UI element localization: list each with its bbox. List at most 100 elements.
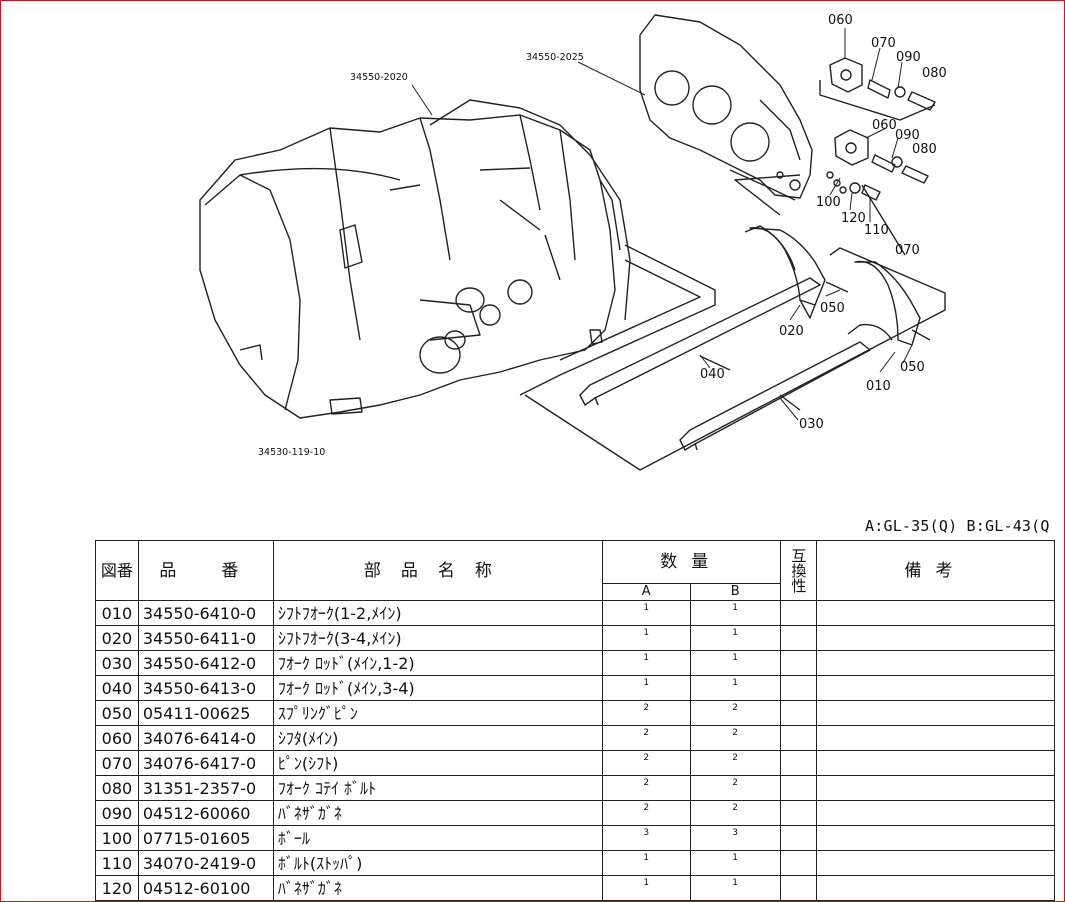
row-qty-b: 2: [689, 700, 781, 726]
row-qty-a: 1: [601, 650, 691, 676]
row-remarks: [816, 675, 1055, 701]
row-part-name: ｼﾌﾄﾌｵｰｸ(1-2,ﾒｲﾝ): [272, 600, 603, 626]
row-qty-a: 1: [601, 850, 691, 876]
row-qty-a: 1: [601, 600, 691, 626]
row-qty-a: 2: [601, 700, 691, 726]
row-interchange: [779, 700, 818, 726]
row-interchange: [779, 675, 818, 701]
row-qty-b: 2: [689, 725, 781, 751]
row-part-number: 04512-60100: [137, 875, 274, 901]
row-part-number: 34076-6414-0: [137, 725, 274, 751]
exploded-parts-diagram: 34550-2020 34550-2025 34530-119-10 060 0…: [199, 13, 947, 471]
row-qty-a: 1: [601, 875, 691, 901]
row-part-name: ｼﾌﾄﾌｵｰｸ(3-4,ﾒｲﾝ): [272, 625, 603, 651]
row-part-name: ﾋﾟﾝ(ｼﾌﾄ): [272, 750, 603, 776]
header-part-name: 部品名称: [272, 540, 603, 601]
row-remarks: [816, 800, 1055, 826]
row-part-name: ﾊﾞﾈｻﾞｶﾞﾈ: [272, 875, 603, 901]
row-qty-b: 2: [689, 750, 781, 776]
row-part-number: 34550-6413-0: [137, 675, 274, 701]
transmission-case-drawing: [199, 99, 631, 419]
row-qty-a: 2: [601, 800, 691, 826]
row-part-name: ﾌｵｰｸ ﾛｯﾄﾞ(ﾒｲﾝ,3-4): [272, 675, 603, 701]
row-ref-no: 050: [95, 700, 139, 726]
row-part-name: ﾊﾞﾈｻﾞｶﾞﾈ: [272, 800, 603, 826]
row-ref-no: 020: [95, 625, 139, 651]
small-parts-drawing: [734, 57, 936, 256]
row-ref-no: 040: [95, 675, 139, 701]
row-ref-no: 100: [95, 825, 139, 851]
header-ref-no: 図番: [95, 540, 139, 601]
row-interchange: [779, 650, 818, 676]
row-interchange: [779, 750, 818, 776]
model-legend: A:GL-35(Q) B:GL-43(Q: [865, 517, 1050, 535]
row-remarks: [816, 600, 1055, 626]
row-part-name: ﾎﾞｰﾙ: [272, 825, 603, 851]
row-part-number: 34076-6417-0: [137, 750, 274, 776]
row-remarks: [816, 850, 1055, 876]
row-qty-a: 3: [601, 825, 691, 851]
row-interchange: [779, 625, 818, 651]
row-interchange: [779, 725, 818, 751]
callout-050-lower: 050: [900, 360, 925, 375]
callout-080-upper: 080: [922, 66, 947, 81]
row-part-number: 04512-60060: [137, 800, 274, 826]
row-ref-no: 060: [95, 725, 139, 751]
row-interchange: [779, 775, 818, 801]
row-part-number: 07715-01605: [137, 825, 274, 851]
row-qty-a: 2: [601, 775, 691, 801]
leader-lines: [411, 28, 913, 421]
callout-090-upper: 090: [896, 50, 921, 65]
row-qty-b: 1: [689, 850, 781, 876]
callout-060-lower: 060: [872, 118, 897, 133]
callout-080-lower: 080: [912, 142, 937, 157]
callout-040: 040: [700, 367, 725, 382]
callout-090-lower: 090: [895, 128, 920, 143]
row-qty-b: 2: [689, 775, 781, 801]
callout-100: 100: [816, 195, 841, 210]
row-part-name: ｽﾌﾟﾘﾝｸﾞﾋﾟﾝ: [272, 700, 603, 726]
header-part-number: 品 番: [137, 540, 274, 601]
row-qty-b: 3: [689, 825, 781, 851]
row-remarks: [816, 625, 1055, 651]
row-part-name: ｼﾌﾀ(ﾒｲﾝ): [272, 725, 603, 751]
row-interchange: [779, 850, 818, 876]
cover-plate-drawing: [639, 14, 813, 201]
row-part-number: 34550-6410-0: [137, 600, 274, 626]
row-part-number: 34550-6412-0: [137, 650, 274, 676]
row-ref-no: 110: [95, 850, 139, 876]
row-part-number: 31351-2357-0: [137, 775, 274, 801]
row-part-name: ﾌｵｰｸ ﾛｯﾄﾞ(ﾒｲﾝ,1-2): [272, 650, 603, 676]
header-qty-a: A: [601, 583, 691, 601]
callout-110: 110: [864, 223, 889, 238]
row-remarks: [816, 725, 1055, 751]
row-interchange: [779, 800, 818, 826]
row-part-number: 05411-00625: [137, 700, 274, 726]
row-remarks: [816, 700, 1055, 726]
shift-rods-drawing: [519, 244, 946, 471]
row-part-name: ﾎﾞﾙﾄ(ｽﾄｯﾊﾟ): [272, 850, 603, 876]
row-interchange: [779, 875, 818, 901]
row-qty-b: 1: [689, 875, 781, 901]
row-remarks: [816, 825, 1055, 851]
callout-030: 030: [799, 417, 824, 432]
row-qty-a: 2: [601, 725, 691, 751]
row-qty-a: 1: [601, 675, 691, 701]
callout-050-upper: 050: [820, 301, 845, 316]
callout-070-upper: 070: [871, 36, 896, 51]
callout-010: 010: [866, 379, 891, 394]
row-ref-no: 070: [95, 750, 139, 776]
row-qty-b: 1: [689, 650, 781, 676]
